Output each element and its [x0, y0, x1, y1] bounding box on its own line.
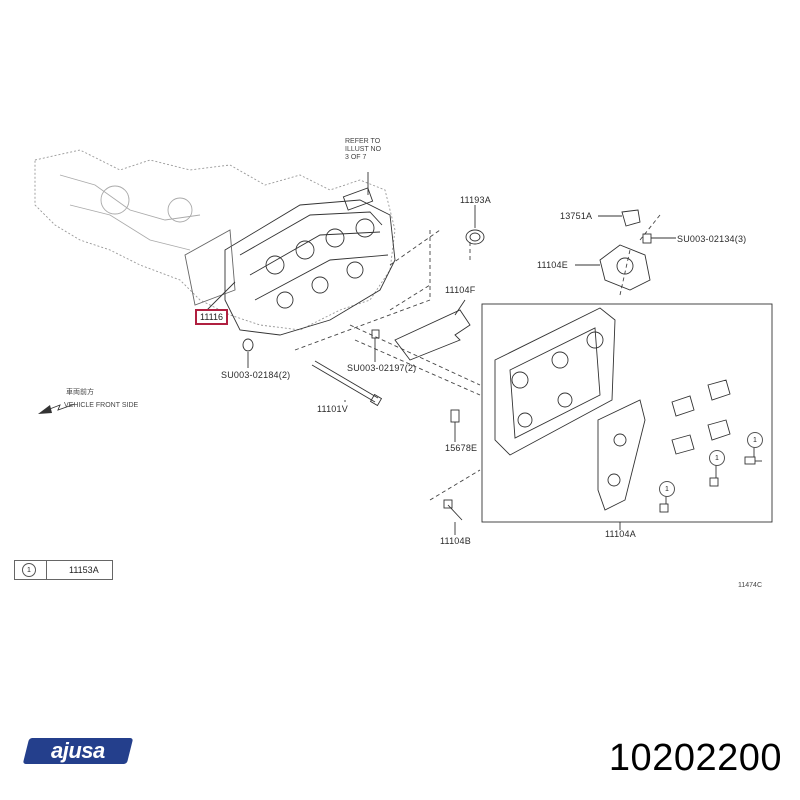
label-15678E: 15678E	[445, 443, 478, 453]
ref-circle-1a: 1	[747, 432, 763, 448]
brand-logo-text: ajusa	[51, 738, 105, 763]
legend-box: 1 11153A	[14, 560, 113, 580]
legend-code: 11153A	[69, 565, 99, 575]
label-11104E: 11104E	[537, 260, 568, 270]
label-11116-highlighted[interactable]: 11116	[195, 309, 229, 325]
label-11101V: 11101V	[317, 404, 348, 414]
vehicle-front-arrow-icon	[38, 405, 52, 414]
label-11104B: 11104B	[440, 536, 471, 546]
legend-divider	[46, 561, 47, 579]
figure-code: 11474C	[738, 582, 763, 589]
refer-note: REFER TO ILLUST NO 3 OF 7	[345, 138, 382, 161]
vehicle-front-jp-label: 車両前方	[66, 389, 94, 396]
ref-circle-1c: 1	[659, 481, 675, 497]
label-11104F: 11104F	[445, 285, 476, 295]
legend-symbol: 1	[22, 563, 36, 577]
label-SU003-02134: SU003-02134(3)	[677, 234, 747, 244]
label-SU003-02184: SU003-02184(2)	[221, 370, 291, 380]
ajusa-logo: ajusa	[22, 738, 134, 764]
label-SU003-02197: SU003-02197(2)	[347, 363, 417, 373]
vehicle-front-label: VEHICLE FRONT SIDE	[64, 402, 139, 409]
label-11104A: 11104A	[605, 529, 636, 539]
part-number: 10202200	[608, 737, 782, 779]
label-11193A: 11193A	[460, 195, 491, 205]
label-13751A: 13751A	[560, 211, 593, 221]
ref-circle-1b: 1	[709, 450, 725, 466]
